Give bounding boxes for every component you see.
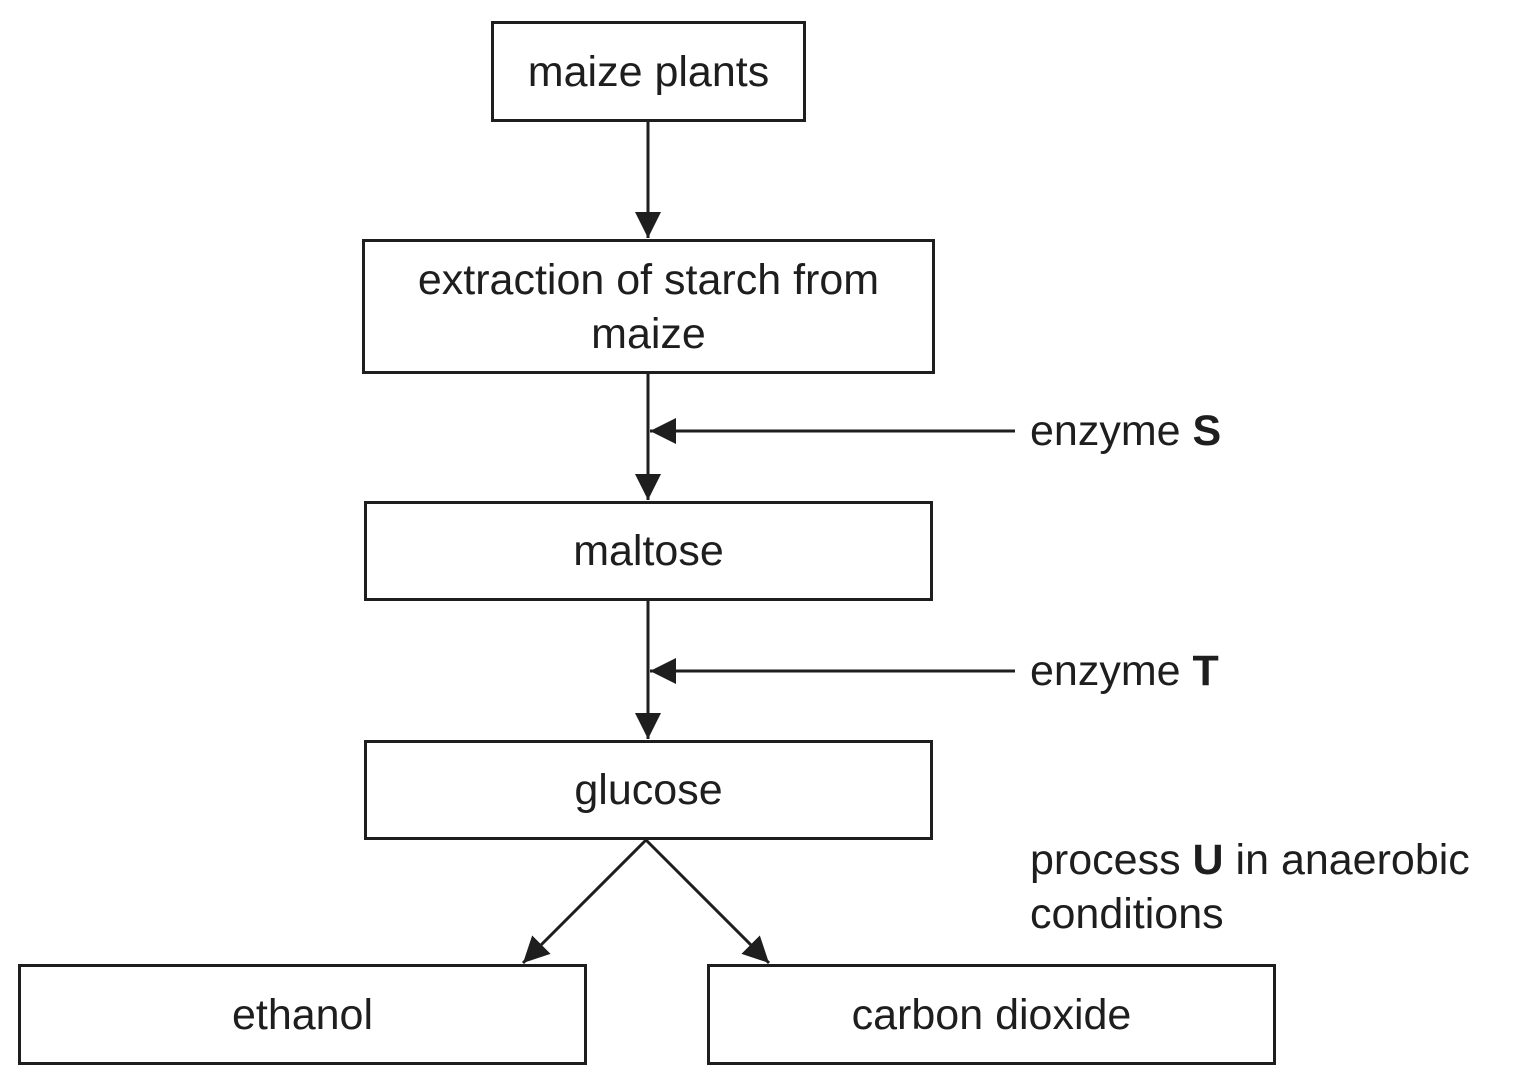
box-extraction-of-starch: extraction of starch from maize <box>362 239 935 374</box>
arrow-glucose-to-ethanol <box>521 838 648 965</box>
box-maize-plants: maize plants <box>491 21 806 122</box>
box-maltose-label: maltose <box>573 527 724 575</box>
label-process-u: process U in anaerobic conditions <box>1030 833 1470 941</box>
box-ethanol: ethanol <box>18 964 587 1065</box>
box-glucose: glucose <box>364 740 933 840</box>
label-enzyme-t: enzyme T <box>1030 644 1219 698</box>
box-maltose: maltose <box>364 501 933 601</box>
box-maize-plants-label: maize plants <box>527 47 770 96</box>
label-process-u-letter: U <box>1192 836 1224 884</box>
box-ethanol-label: ethanol <box>231 990 374 1039</box>
arrow-glucose-to-carbon-dioxide <box>644 838 771 965</box>
label-enzyme-s-letter: S <box>1192 407 1222 455</box>
label-process-u-suffix: in anaerobic <box>1223 836 1470 884</box>
label-process-u-prefix: process <box>1030 836 1193 884</box>
label-enzyme-t-prefix: enzyme <box>1030 647 1193 695</box>
label-enzyme-t-letter: T <box>1192 647 1219 695</box>
label-enzyme-s-prefix: enzyme <box>1030 407 1193 455</box>
box-glucose-label: glucose <box>574 766 723 814</box>
box-carbon-dioxide-label: carbon dioxide <box>851 990 1132 1039</box>
box-carbon-dioxide: carbon dioxide <box>707 964 1276 1065</box>
label-process-u-line1: process U in anaerobic <box>1030 833 1470 887</box>
label-enzyme-s: enzyme S <box>1030 404 1221 458</box>
box-extraction-label: extraction of starch from maize <box>417 255 880 358</box>
label-process-u-line2: conditions <box>1030 890 1224 938</box>
